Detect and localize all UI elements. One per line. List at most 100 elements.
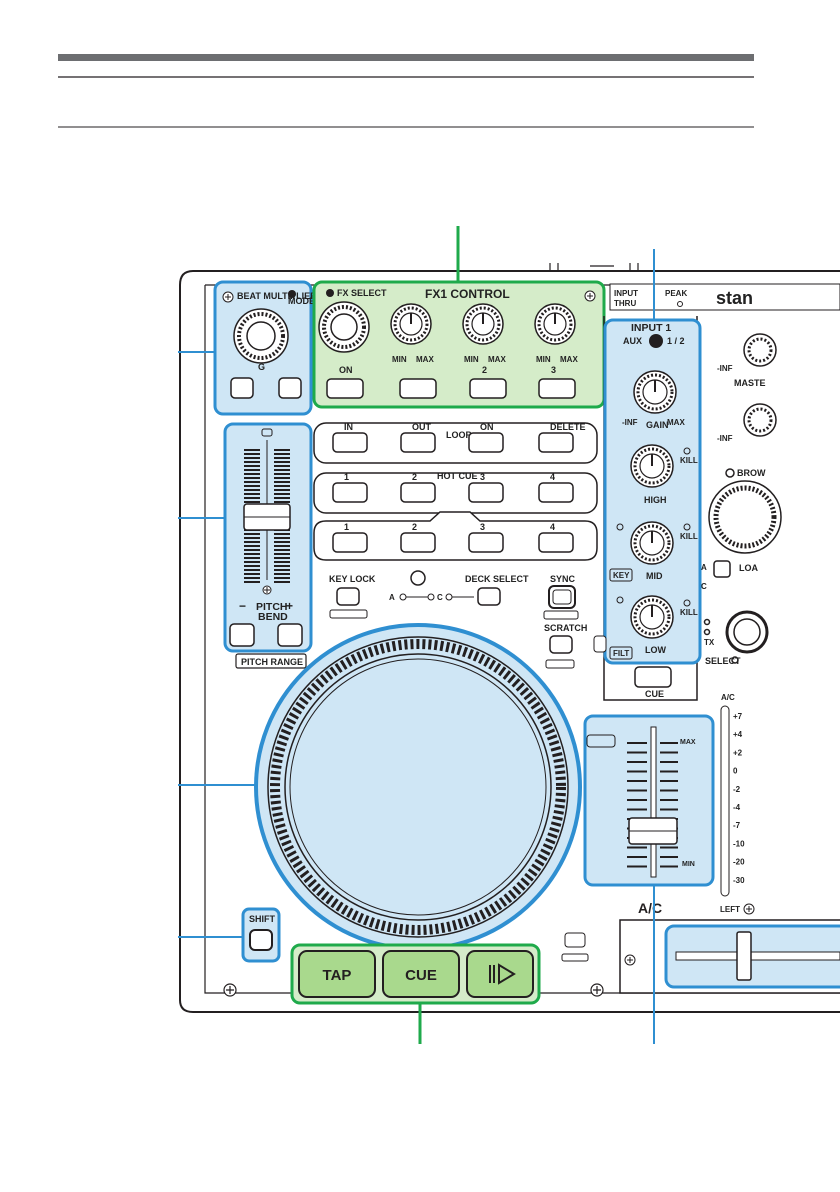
loop-label: ON <box>480 422 494 432</box>
hotcue-section-label: HOT CUE <box>437 471 478 481</box>
side-button[interactable] <box>593 635 607 653</box>
volume-led-icon <box>586 734 616 748</box>
fx-select-knob[interactable] <box>318 301 370 353</box>
meter-scale-label: -4 <box>733 803 741 812</box>
level-meter <box>720 705 730 897</box>
sampler-button-4[interactable] <box>538 532 574 553</box>
sampler-button-1[interactable] <box>332 532 368 553</box>
tap-button[interactable] <box>298 950 376 998</box>
sampler-label: 4 <box>550 522 555 532</box>
deck-selector: A C <box>389 593 474 602</box>
fx-knob-min-label: MIN <box>464 355 479 364</box>
beat-multiplier-left-button[interactable] <box>230 377 254 399</box>
beat-multiplier-knob[interactable] <box>233 308 289 364</box>
fx-button-4[interactable] <box>538 378 576 399</box>
deck-select-button[interactable] <box>477 587 501 606</box>
meter-footer: LEFT <box>720 905 740 914</box>
hotcue-button-2[interactable] <box>400 482 436 503</box>
right-edge-controls <box>703 333 782 664</box>
svg-text:A: A <box>389 593 395 602</box>
fx-button-label: 3 <box>551 365 556 375</box>
mid-label: MID <box>646 571 663 581</box>
loop-button-2[interactable] <box>400 432 436 453</box>
fx-knob-max-label: MAX <box>416 355 434 364</box>
pitch-led-icon <box>261 428 273 437</box>
pitch-bend-plus: + <box>286 599 293 613</box>
crossfader-label: A/C <box>638 900 662 916</box>
volume-fader-callout-box <box>583 714 715 887</box>
gain-knob[interactable] <box>633 370 677 414</box>
screw-icon <box>223 983 237 997</box>
screw-icon <box>584 290 596 302</box>
scratch-button[interactable] <box>549 635 573 654</box>
sampler-button-3[interactable] <box>468 532 504 553</box>
fx-button-1[interactable] <box>326 378 364 399</box>
header-bar <box>58 54 754 61</box>
fx-param-knob-2[interactable] <box>462 303 504 345</box>
fx-knob-min-label: MIN <box>536 355 551 364</box>
meter-scale-label: +7 <box>733 712 743 721</box>
fx-param-knob-1[interactable] <box>390 303 432 345</box>
meter-scale-label: -20 <box>733 858 745 867</box>
loop-button-1[interactable] <box>332 432 368 453</box>
pitch-bend-minus: − <box>239 599 246 613</box>
sampler-label: 3 <box>480 522 485 532</box>
key-lock-button[interactable] <box>336 587 360 606</box>
pitch-bend-plus-button[interactable] <box>277 623 303 647</box>
key-button[interactable] <box>609 568 633 582</box>
volume-fader-track <box>650 726 657 878</box>
meter-scale-label: +2 <box>733 748 743 757</box>
fx-select-label: FX SELECT <box>337 288 387 298</box>
meter-scale-label: -30 <box>733 876 745 885</box>
master-inf-label: -INF <box>717 364 733 373</box>
sync-button-inner <box>552 589 572 605</box>
beat-multiplier-right-button[interactable] <box>278 377 302 399</box>
shift-button[interactable] <box>249 929 273 951</box>
fx-button-label: 2 <box>482 365 487 375</box>
small-button[interactable] <box>564 932 586 948</box>
hotcue-label: 2 <box>412 472 417 482</box>
high-knob[interactable] <box>630 444 674 488</box>
sync-indicator <box>543 610 579 620</box>
screws <box>223 983 604 997</box>
meter-scale-label: -7 <box>733 821 741 830</box>
switch-label: 1 / 2 <box>667 336 685 346</box>
volume-max-label: MAX <box>680 739 696 746</box>
scratch-indicator <box>545 659 575 669</box>
svg-text:C: C <box>437 593 443 602</box>
loop-label: OUT <box>412 422 432 432</box>
fx-button-label: ON <box>339 365 353 375</box>
crossfader-cap[interactable] <box>736 931 752 981</box>
sampler-button-2[interactable] <box>400 532 436 553</box>
side-a-label: A <box>701 563 707 572</box>
screw-icon <box>262 585 272 595</box>
load-label: LOA <box>739 563 758 573</box>
pitch-bend-minus-button[interactable] <box>229 623 255 647</box>
cue-button[interactable] <box>382 950 460 998</box>
fx-button-3[interactable] <box>469 378 507 399</box>
browse-label: BROW <box>737 468 766 478</box>
hotcue-button-4[interactable] <box>538 482 574 503</box>
fx-button-2[interactable] <box>399 378 437 399</box>
loop-label: DELETE <box>550 422 586 432</box>
input-switch[interactable] <box>649 334 663 348</box>
input-label-top: INPUT <box>614 289 638 298</box>
pitch-range-box[interactable] <box>235 653 307 669</box>
hotcue-button-3[interactable] <box>468 482 504 503</box>
jog-wheel-platter[interactable] <box>284 653 552 921</box>
low-knob[interactable] <box>630 595 674 639</box>
peak-led-icon <box>677 301 683 307</box>
channel-cue-button[interactable] <box>634 666 672 688</box>
hotcue-button-1[interactable] <box>332 482 368 503</box>
filt-button[interactable] <box>609 646 633 660</box>
mode-label: MODE <box>288 296 315 306</box>
sync-button[interactable] <box>548 585 576 609</box>
hotcue-label: 3 <box>480 472 485 482</box>
loop-button-4[interactable] <box>538 432 574 453</box>
pitch-bend-label-2: BEND <box>258 611 288 623</box>
crossfader-track <box>675 951 840 961</box>
loop-button-3[interactable] <box>468 432 504 453</box>
beat-multiplier-knob-label: G <box>258 362 265 372</box>
mid-knob[interactable] <box>630 521 674 565</box>
fx-param-knob-3[interactable] <box>534 303 576 345</box>
